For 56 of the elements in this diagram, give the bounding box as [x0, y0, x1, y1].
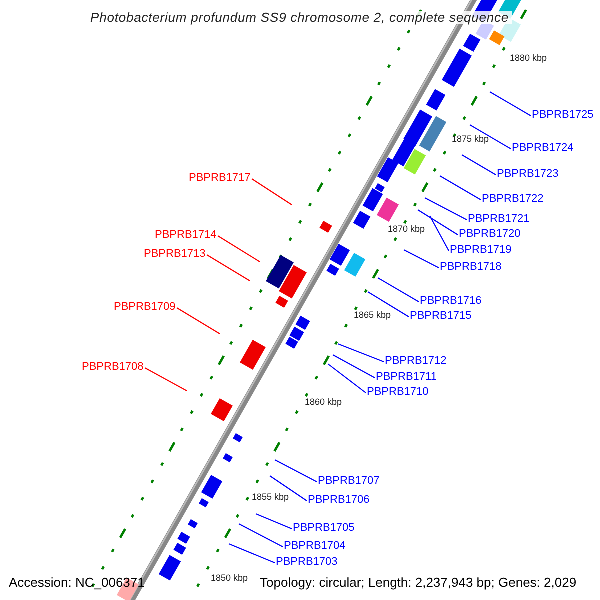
leader-line [328, 364, 366, 394]
leader-line [252, 178, 292, 206]
leader-line [274, 460, 318, 482]
leader-line [218, 236, 260, 262]
gene-label: PBPRB1704 [284, 540, 346, 552]
gene-label: PBPRB1724 [512, 142, 574, 154]
gene-label: PBPRB1711 [376, 372, 437, 382]
leader-line [144, 368, 188, 392]
leader-line [338, 343, 384, 363]
info-text: Accession: NC_006371 [9, 576, 145, 588]
leader-line [470, 124, 512, 150]
leader-line [256, 514, 292, 530]
leader-line [270, 476, 308, 502]
leader-line [404, 250, 440, 268]
gene-label: PBPRB1718 [440, 262, 502, 272]
gene-label: PBPRB1703 [276, 556, 338, 568]
leader-line [206, 254, 250, 282]
leader-line [368, 292, 410, 318]
scale-label: 1875 kbp [452, 134, 490, 144]
scale-label: 1850 kbp [211, 574, 248, 582]
gene-label: PBPRB1717 [189, 172, 251, 184]
gene-label: PBPRB1708 [82, 362, 144, 372]
gene-label: PBPRB1713 [144, 248, 206, 260]
leader-line [176, 308, 220, 334]
gene-label: PBPRB1706 [308, 494, 370, 506]
scale-label: 1870 kbp [388, 224, 426, 234]
gene-label: PBPRB1723 [497, 168, 559, 180]
leader-line [462, 154, 496, 176]
gene-label: PBPRB1725 [532, 110, 594, 120]
gene-label: PBPRB1715 [410, 310, 472, 322]
gene-label: PBPRB1705 [293, 522, 355, 534]
scale-label: 1880 kbp [510, 54, 548, 62]
leader-line [238, 524, 284, 548]
scale-label: 1860 kbp [305, 398, 342, 406]
gene-label: PBPRB1707 [318, 476, 380, 486]
map-title: Photobacterium profundum SS9 chromosome 2, complete sequence [88, 11, 512, 24]
gene-label: PBPRB1721 [468, 214, 530, 224]
leader-line [378, 278, 420, 302]
gene-label: PBPRB1719 [450, 244, 512, 256]
gene-label: PBPRB1712 [385, 356, 447, 366]
leader-line [440, 176, 482, 200]
leader-line [228, 544, 276, 564]
scale-label: 1855 kbp [252, 492, 290, 502]
leader-line [418, 210, 458, 236]
gene-label: PBPRB1716 [420, 296, 482, 306]
leader-line [430, 216, 450, 252]
gene-label: PBPRB1722 [482, 194, 544, 204]
info-text: Topology: circular; Length: 2,237,943 bp; Genes: 2,029 [260, 576, 577, 588]
gene-label: PBPRB1710 [367, 386, 429, 398]
gene-label: PBPRB1714 [155, 230, 217, 240]
leader-line [490, 92, 532, 116]
gene-label: PBPRB1709 [114, 302, 176, 312]
gene-label: PBPRB1720 [459, 228, 521, 240]
scale-label: 1865 kbp [354, 310, 392, 320]
leader-line [332, 354, 376, 378]
leader-line [424, 198, 468, 220]
